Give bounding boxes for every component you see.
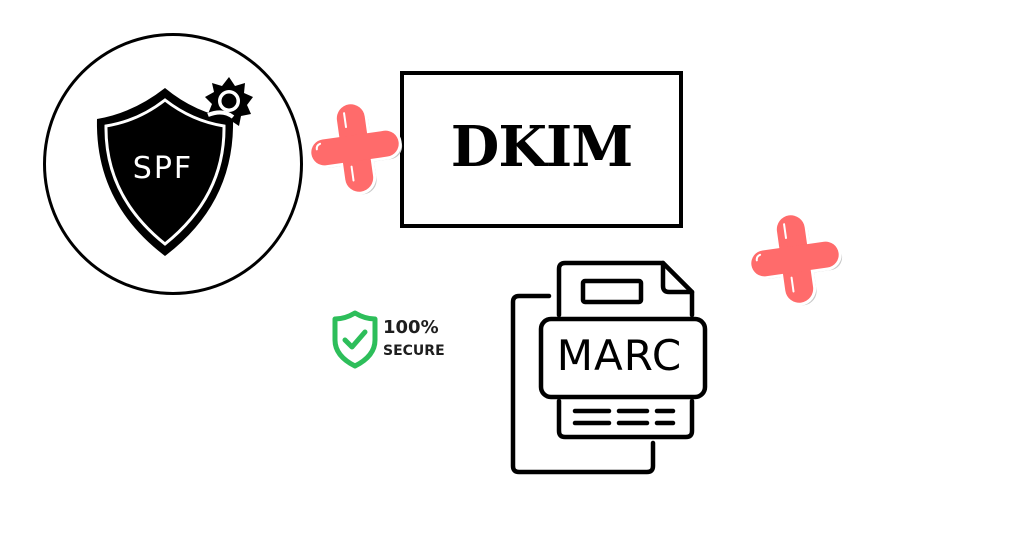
document-icon bbox=[510, 260, 708, 475]
spf-label: SPF bbox=[132, 151, 194, 186]
plus-icon bbox=[748, 212, 843, 306]
secure-percent: 100% bbox=[383, 317, 439, 338]
shield-gear-icon bbox=[96, 77, 253, 256]
plus-icon bbox=[308, 101, 403, 195]
secure-label: SECURE bbox=[383, 343, 445, 359]
shield-check-icon bbox=[332, 310, 378, 369]
dkim-box: DKIM bbox=[400, 71, 683, 228]
dkim-label: DKIM bbox=[450, 113, 633, 180]
marc-label: MARC bbox=[556, 331, 683, 380]
